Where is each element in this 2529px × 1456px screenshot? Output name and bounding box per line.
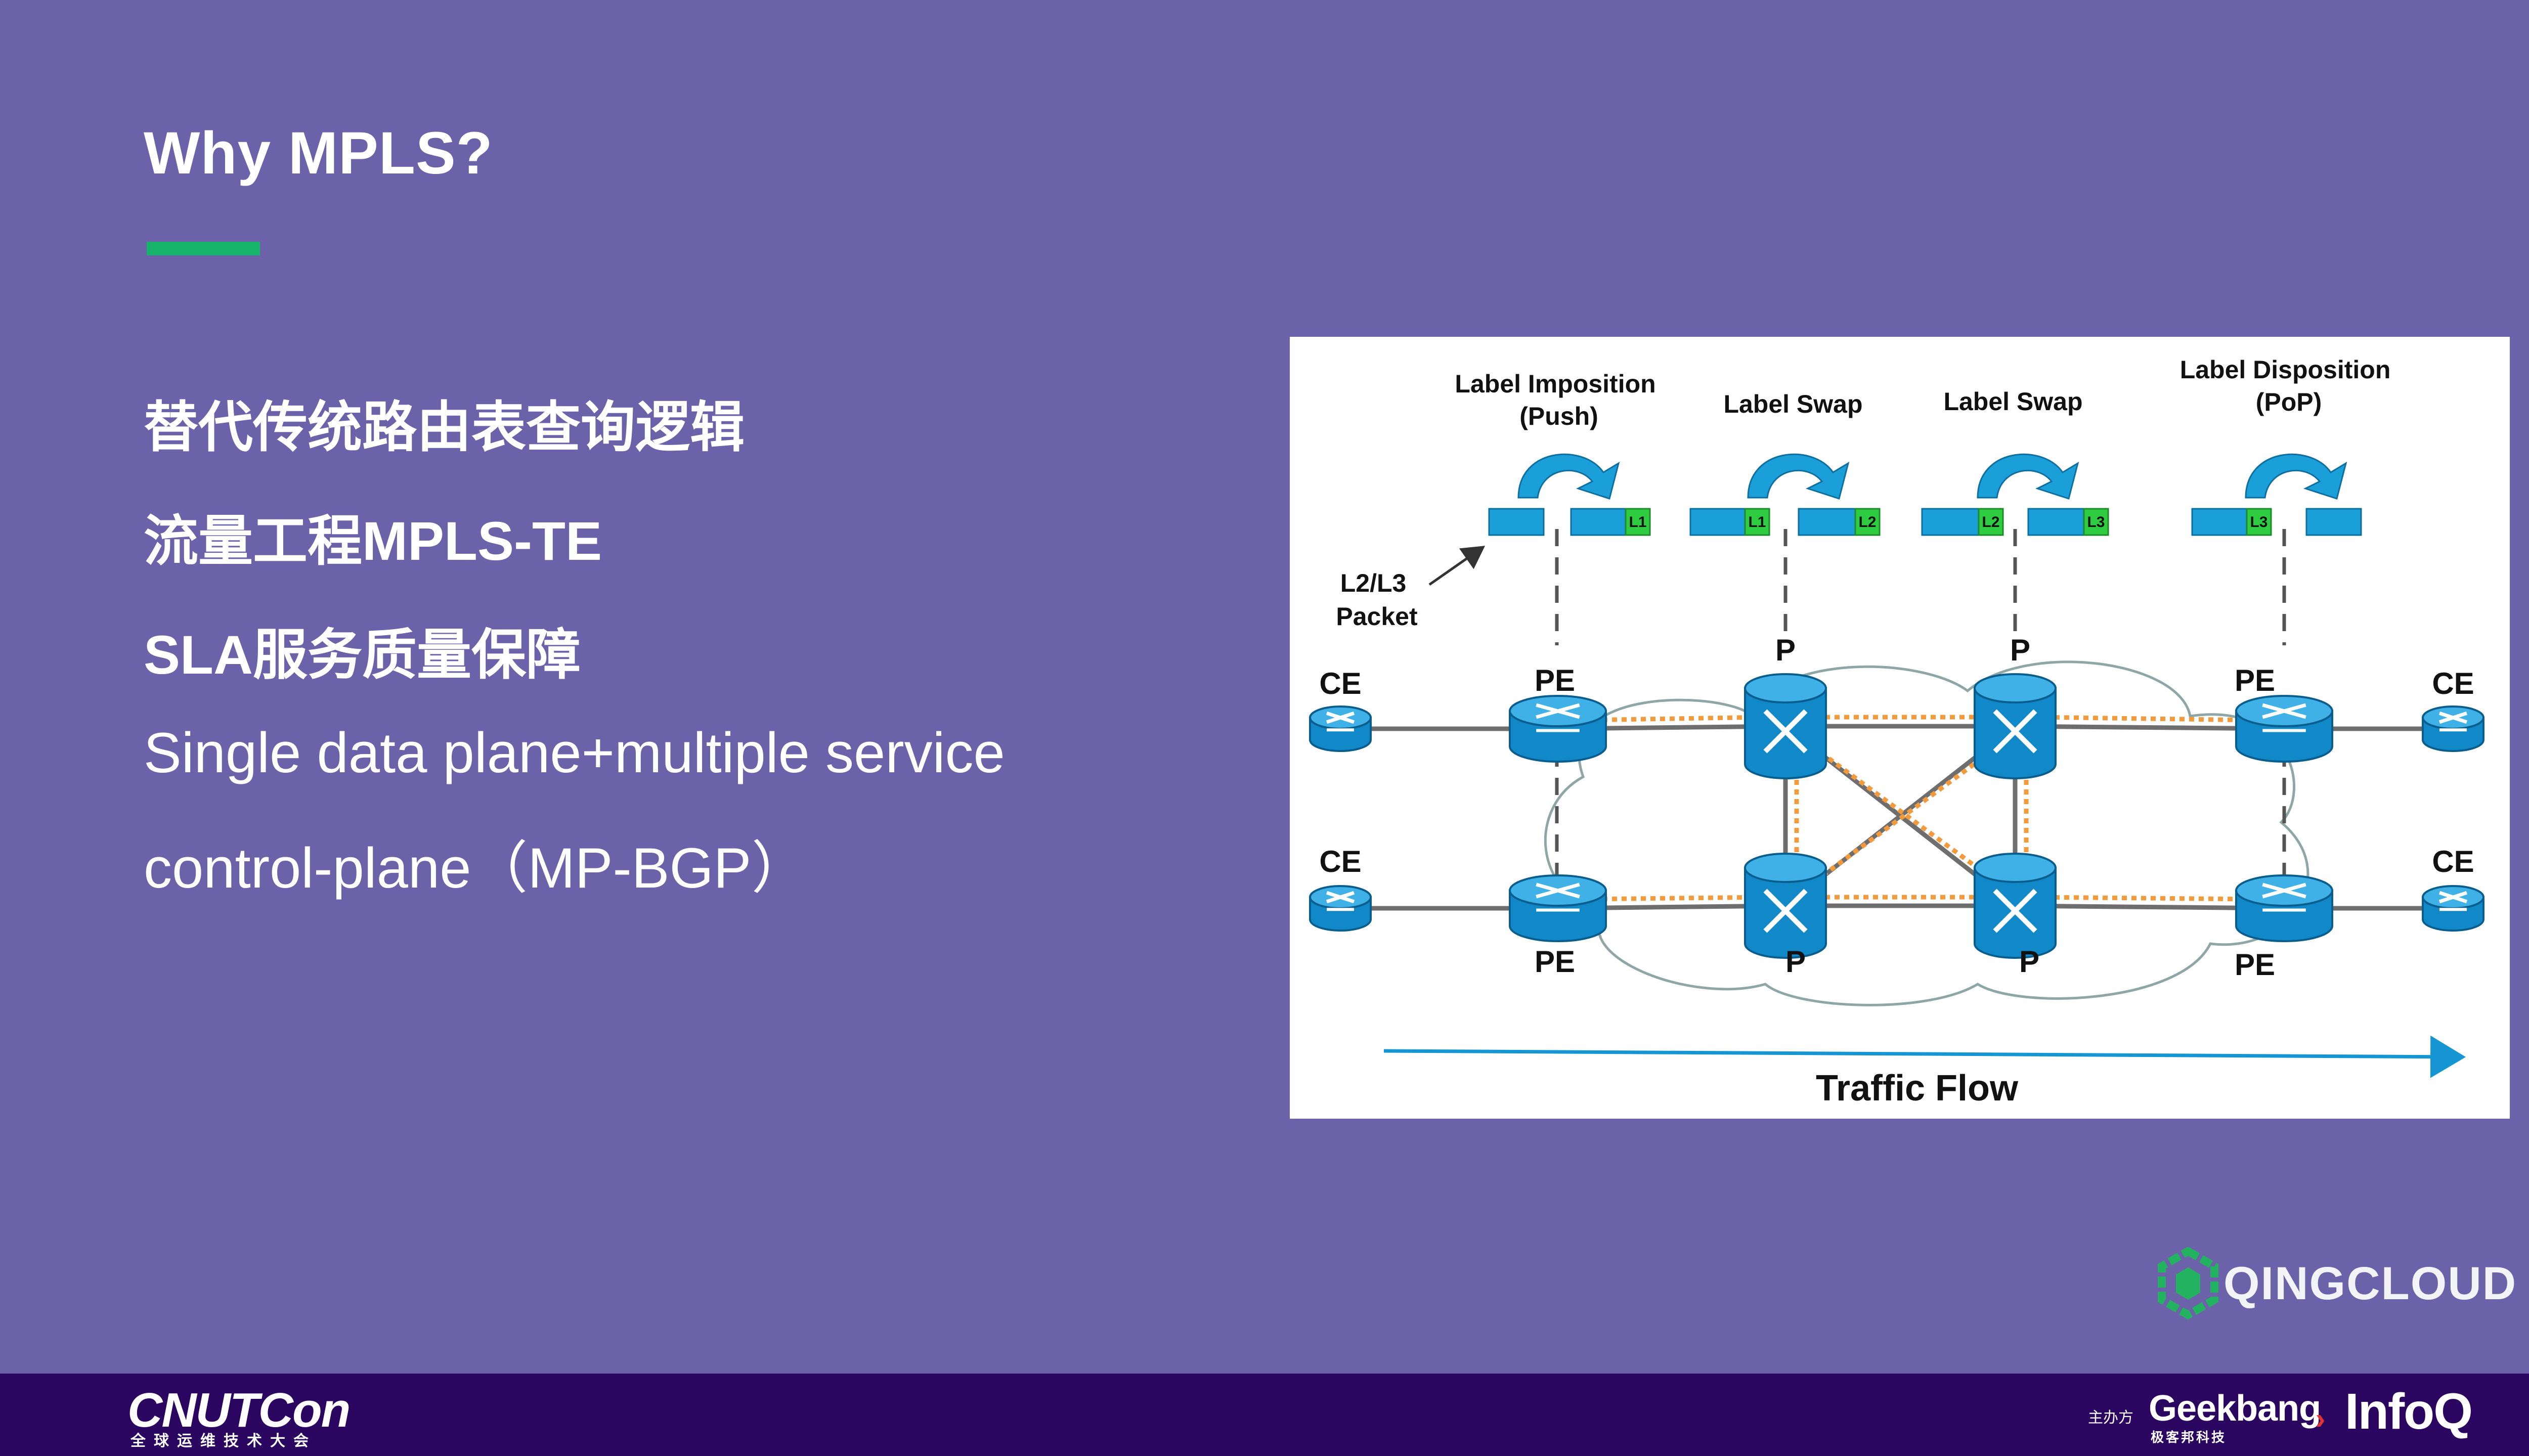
ce-router-icon [1309, 885, 1372, 932]
traffic-flow-arrow [1383, 1035, 2466, 1078]
ce-label: CE [2432, 667, 2474, 700]
label-tag-l2 [1978, 508, 2004, 536]
mpls-diagram: L1 L1 L2 L2 L3 L3 [1290, 337, 2510, 1119]
packet-block [1488, 508, 1545, 536]
p-router-icon [1974, 853, 2057, 959]
label-tag-text: L1 [1748, 514, 1766, 531]
label-tag-text: L3 [2087, 514, 2105, 531]
label-tag-l2 [1854, 508, 1881, 536]
cnutcon-logo: CNUTCon [127, 1383, 351, 1437]
geekbang-subtitle: 极客邦科技 [2151, 1430, 2227, 1445]
label-tag-l1 [1744, 508, 1770, 536]
label-tag-l1 [1625, 508, 1651, 536]
stage-label-swap-2: Label Swap [1943, 387, 2082, 416]
cnutcon-subtitle: 全球运维技术大会 [130, 1433, 317, 1449]
qingcloud-logo-icon [2158, 1247, 2218, 1320]
label-tag-l3 [2083, 508, 2109, 536]
packet-label: L2/L3 Packet [1336, 569, 1418, 631]
p-label: P [1775, 633, 1796, 667]
bullet-sla: SLA服务质量保障 [144, 624, 581, 685]
p-router-icon [1744, 853, 1827, 959]
ce-router-icon [2422, 885, 2484, 932]
packet-block [2305, 508, 2362, 536]
qingcloud-wordmark: QINGCLOUD [2223, 1258, 2517, 1309]
label-drop-lines [1555, 529, 2286, 878]
host-label: 主办方 [2088, 1409, 2133, 1426]
ce-router-icon [1309, 705, 1372, 752]
p-router-icon [1974, 673, 2057, 779]
label-tag-text: L2 [1858, 514, 1876, 531]
provider-cloud [1544, 660, 2309, 1006]
label-tag-text: L3 [2250, 514, 2268, 531]
title-accent-rule [147, 242, 260, 255]
pe-label: PE [2235, 948, 2275, 982]
packet-block [2027, 508, 2085, 536]
packet-block [1570, 508, 1627, 536]
ce-label: CE [1319, 667, 1361, 700]
pe-label: PE [1535, 664, 1575, 697]
bullet-control-plane: control-plane（MP-BGP） [144, 836, 808, 900]
packet-block [1921, 508, 1980, 536]
stage-label-push: Label Imposition (Push) [1455, 370, 1663, 430]
pe-label: PE [1535, 945, 1575, 979]
label-tag-text: L2 [1982, 514, 1999, 531]
pe-router-icon [2235, 695, 2333, 763]
bullet-routing-logic: 替代传统路由表查询逻辑 [144, 396, 745, 458]
pe-router-icon [2235, 874, 2333, 942]
label-tag-text: L1 [1629, 514, 1646, 531]
packet-block [2191, 508, 2248, 536]
p-router-icon [1744, 673, 1827, 779]
label-tag-l3 [2246, 508, 2272, 536]
geekbang-logo: Geekbang [2149, 1388, 2321, 1429]
p-label: P [1785, 945, 1806, 979]
packet-block [1689, 508, 1746, 536]
mpls-diagram-svg: L1 L1 L2 L2 L3 L3 [1309, 356, 2484, 1109]
pe-router-icon [1509, 695, 1607, 763]
stage-label-swap-1: Label Swap [1723, 390, 1862, 418]
footer-bar [0, 1374, 2529, 1456]
infoq-logo: InfoQ [2345, 1383, 2473, 1440]
ce-label: CE [1319, 845, 1361, 878]
pe-label: PE [2235, 664, 2275, 697]
stage-label-pop: Label Disposition (PoP) [2180, 356, 2398, 416]
p-label: P [2019, 945, 2039, 979]
bullet-single-data-plane: Single data plane+multiple service [144, 721, 1005, 784]
packet-pointer [1428, 546, 1486, 586]
slide-title: Why MPLS? [144, 120, 493, 187]
ce-router-icon [2422, 705, 2484, 752]
operation-arrows [1517, 453, 2347, 500]
lsp-paths [1583, 715, 2256, 902]
bullet-traffic-engineering: 流量工程MPLS-TE [144, 510, 602, 571]
packet-row: L1 L1 L2 L2 L3 L3 [1488, 508, 2362, 536]
geekbang-chevron-icon: › [2316, 1402, 2326, 1435]
pe-router-icon [1509, 874, 1607, 942]
traffic-flow-label: Traffic Flow [1816, 1068, 2019, 1109]
packet-block [1798, 508, 1856, 536]
p-label: P [2010, 633, 2030, 667]
node-labels: CE CE CE CE PE PE PE PE P P P P [1319, 633, 2474, 982]
ce-label: CE [2432, 845, 2474, 878]
